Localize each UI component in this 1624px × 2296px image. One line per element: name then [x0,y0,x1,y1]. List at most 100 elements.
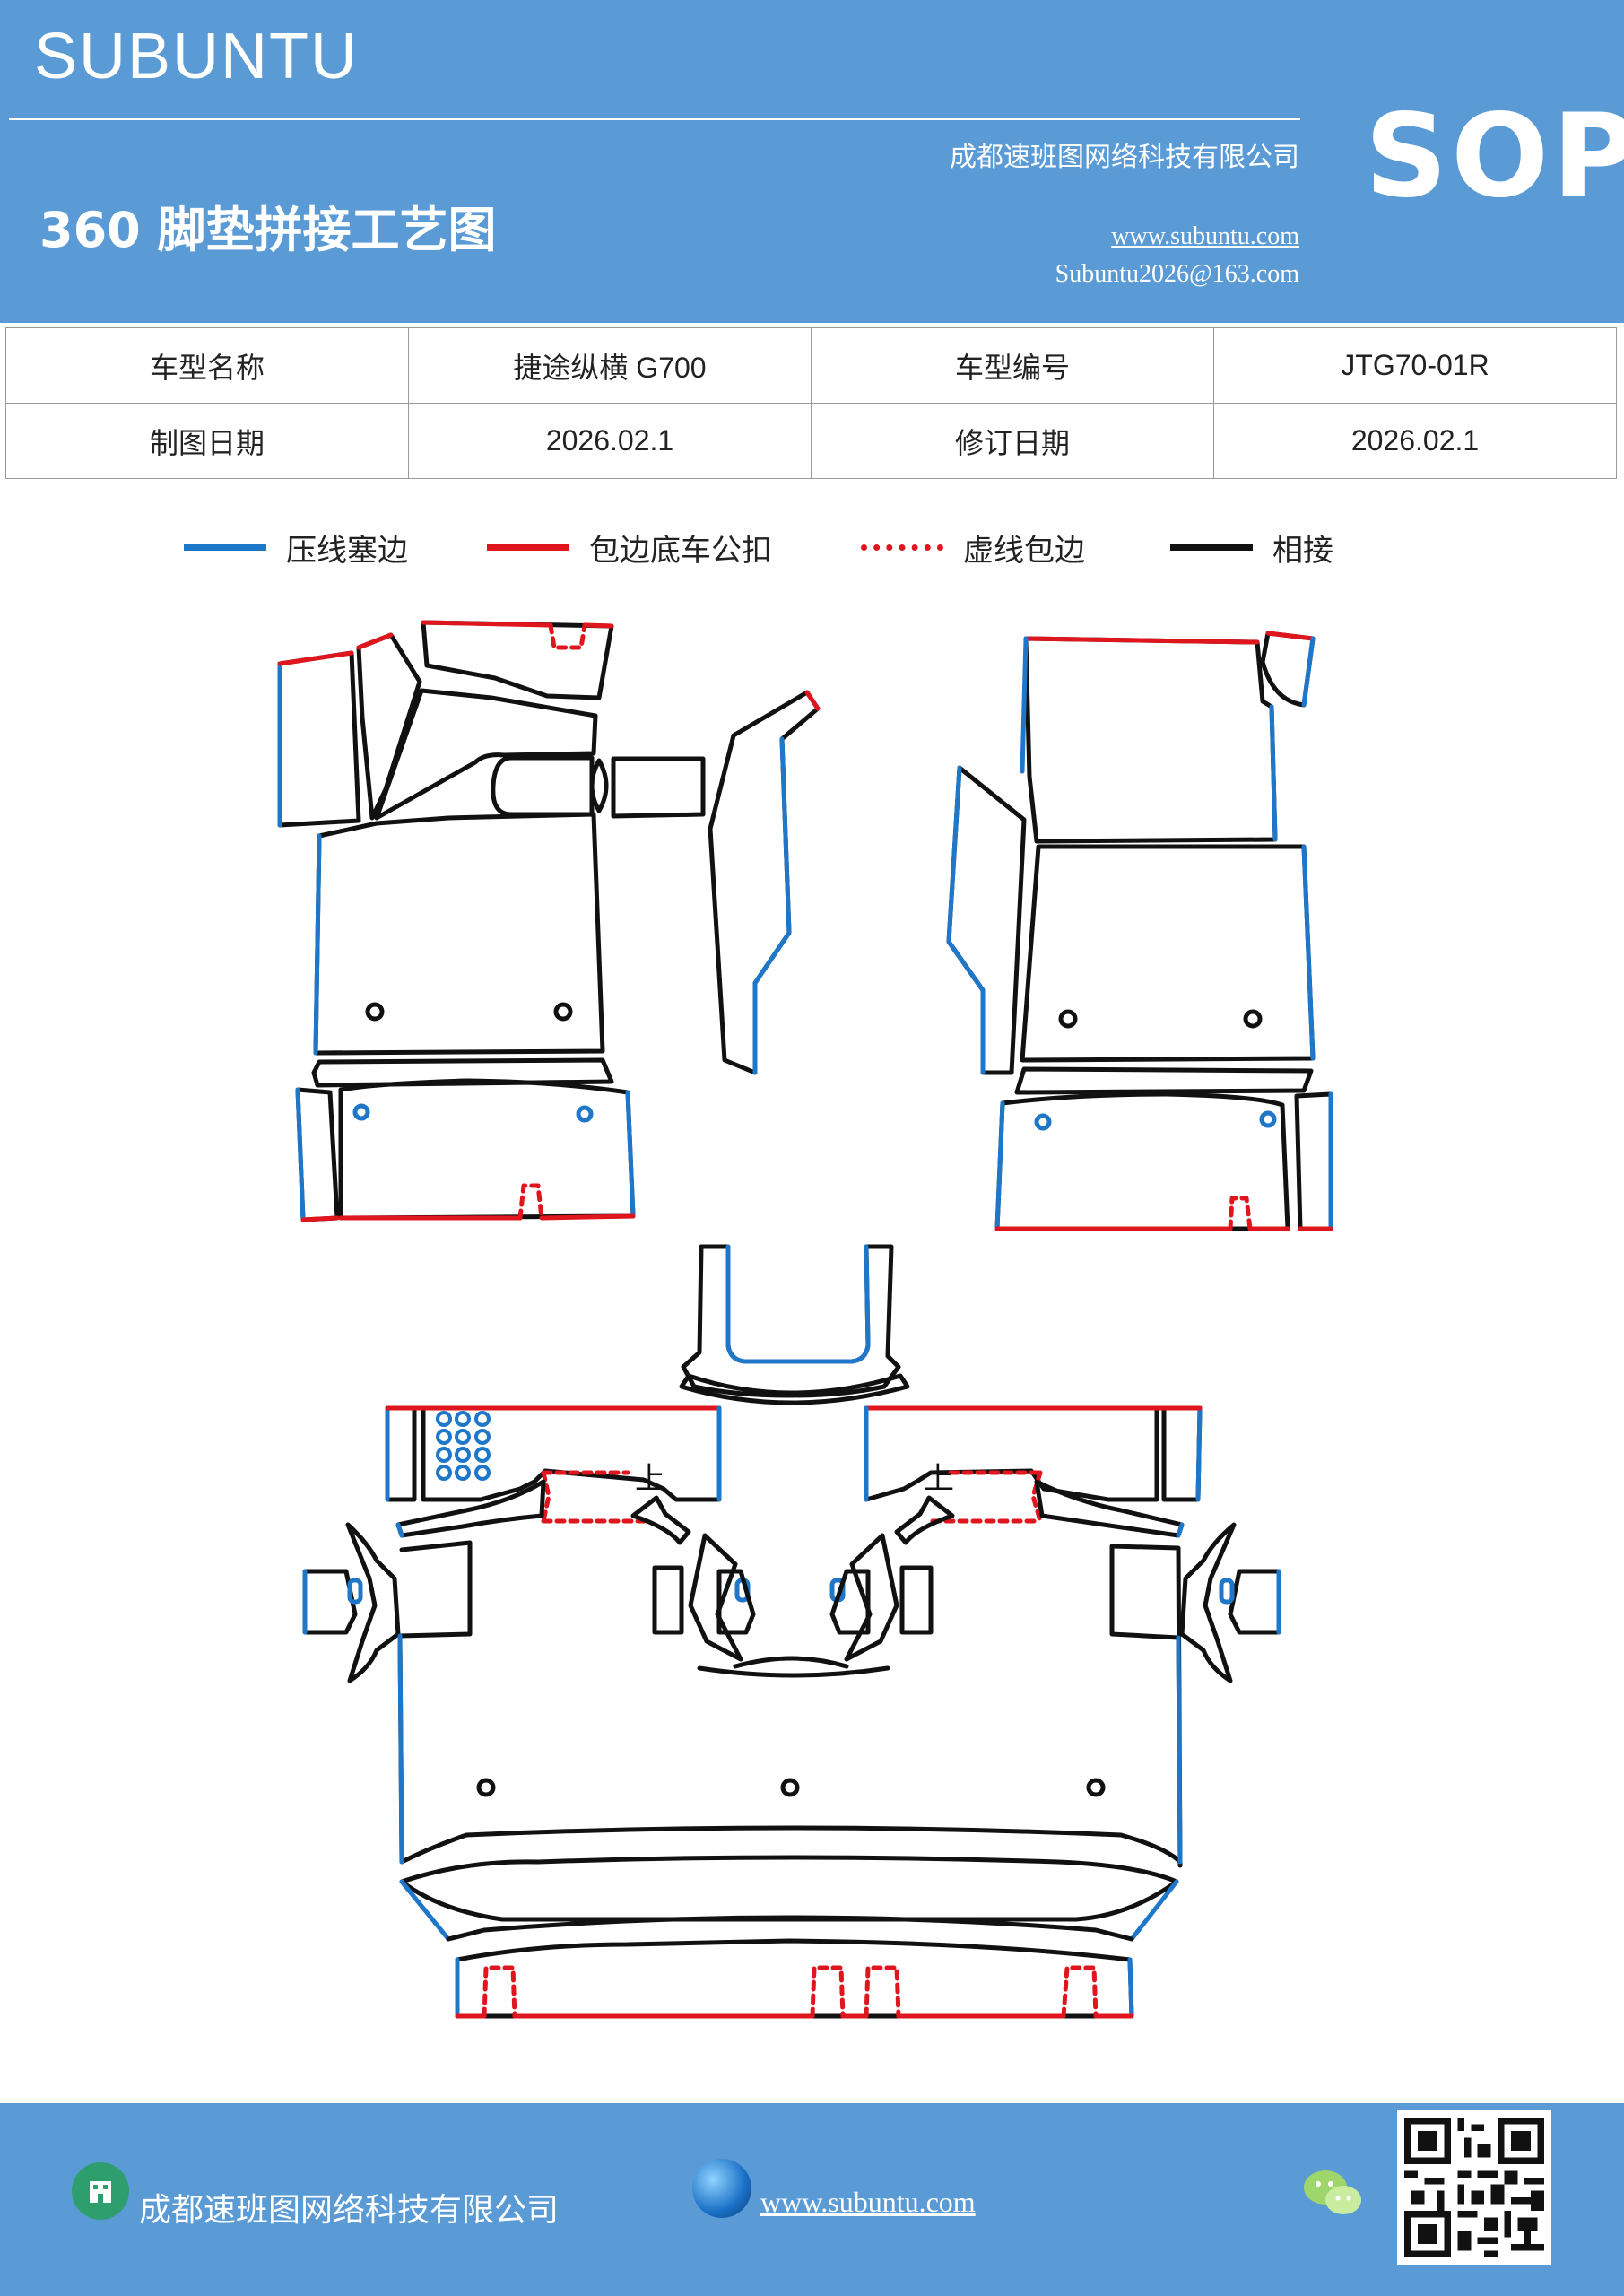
mat-piece [1014,1066,1314,1095]
mat-piece [1034,1479,1185,1538]
model-name-label: 车型名称 [5,327,409,404]
mat-piece [491,755,595,817]
mat-piece [630,1495,691,1545]
center-side-trim [708,690,821,1075]
mat-piece [399,1855,1179,1922]
mat-piece [864,1405,1159,1502]
orientation-mark-up: 上 [924,1461,954,1497]
mat-piece [708,690,821,1075]
red-edge [356,632,394,650]
mount-hole [365,1002,385,1022]
mat-piece [688,1533,743,1662]
press-edge [313,833,322,1056]
mat-piece [697,1665,890,1678]
document-title: 360 脚垫拼接工艺图 [39,202,497,258]
mat-piece [589,758,609,813]
model-no-value: JTG70-01R [1213,327,1617,404]
red-edge [421,620,614,629]
mat-piece [946,765,1027,1075]
press-edge [395,1522,404,1538]
press-edge [1301,636,1316,708]
mat-piece [395,1479,546,1538]
building-icon [72,2162,129,2220]
press-edge [994,1100,1005,1231]
model-no-label: 车型编号 [811,327,1214,404]
mat-piece [652,1565,684,1635]
header-company-name: 成都速班图网络科技有限公司 [950,142,1299,173]
red-edge [300,1215,340,1222]
footer-company-name: 成都速班图网络科技有限公司 [139,2192,560,2229]
legend-item-dashed-edge: 虚线包边 [861,525,1085,570]
red-edge [1265,631,1316,641]
clip-hole [1034,1113,1052,1131]
mat-piece [1294,1091,1333,1231]
draw-date-value: 2026.02.1 [408,403,812,479]
mat-piece [844,1533,899,1662]
clip-hole-grid [436,1411,491,1481]
qr-code[interactable] [1397,2110,1551,2265]
mount-hole [1243,1009,1263,1029]
legend-swatch [861,544,943,551]
mat-piece [397,1540,1183,1868]
press-edge [946,765,986,1075]
sop-label: SOP [1365,90,1624,223]
mat-piece [446,1915,1134,1942]
legend-label: 包边底车公扣 [589,532,772,569]
mat-piece [994,1091,1290,1231]
press-edge [1301,844,1316,1061]
legend-item-join: 相接 [1170,525,1333,570]
legend-swatch [487,544,569,551]
mat-piece [1179,1522,1237,1683]
press-edge [295,1087,306,1222]
legend-label: 相接 [1272,532,1333,569]
mat-piece [311,1057,614,1088]
dashed-edge [548,622,587,650]
orientation-mark-up: 上 [635,1461,665,1497]
front-left-mat-group [277,620,706,1222]
revise-date-value: 2026.02.1 [1213,403,1617,479]
press-edge [455,1957,1134,2019]
header-email[interactable]: Subuntu2026@163.com [1055,260,1299,288]
mat-piece [1228,1569,1281,1635]
mount-hole [780,1778,800,1797]
mat-piece [338,1078,636,1221]
press-edge [1176,1522,1185,1538]
table-row: 车型名称 捷途纵横 G700 车型编号 JTG70-01R [5,327,1617,404]
mount-hole [1058,1009,1078,1029]
press-edge [1020,636,1278,842]
draw-date-label: 制图日期 [5,403,409,479]
mat-piece [899,1565,934,1635]
press-edge [752,736,792,1075]
mat-piece [345,1522,401,1683]
wechat-icon[interactable] [1302,2166,1365,2220]
press-edge [1195,1405,1203,1502]
header-divider [9,118,1300,120]
mat-piece [374,688,598,821]
mat-piece [421,620,614,700]
legend-label: 虚线包边 [963,532,1085,569]
mat-piece [455,1938,1134,2019]
red-edge [1023,636,1260,645]
mat-piece [733,1656,849,1669]
press-edge [397,1633,1183,1865]
red-edge [338,1213,636,1221]
press-edge [625,1090,636,1219]
mount-hole [1086,1778,1106,1797]
dashed-edge [482,1965,1099,2019]
table-row: 制图日期 2026.02.1 修订日期 2026.02.1 [5,403,1617,479]
dashed-edge [1228,1196,1253,1231]
legend-label: 压线塞边 [286,532,408,569]
mat-piece [611,756,706,819]
dashed-edge [517,1183,544,1221]
clip-hole [576,1105,594,1123]
legend-item-red-edge: 包边底车公扣 [487,525,772,570]
mat-piece [302,1569,358,1635]
brand-name: SUBUNTU [34,21,360,92]
red-edge [804,690,821,711]
mat-piece [1023,636,1278,844]
revise-date-label: 修订日期 [811,403,1214,479]
footer-website-link[interactable]: www.subuntu.com [760,2186,976,2218]
clip-hole [352,1103,370,1121]
header-website-link[interactable]: www.subuntu.com [1111,222,1299,250]
clip-slot [1219,1578,1235,1605]
